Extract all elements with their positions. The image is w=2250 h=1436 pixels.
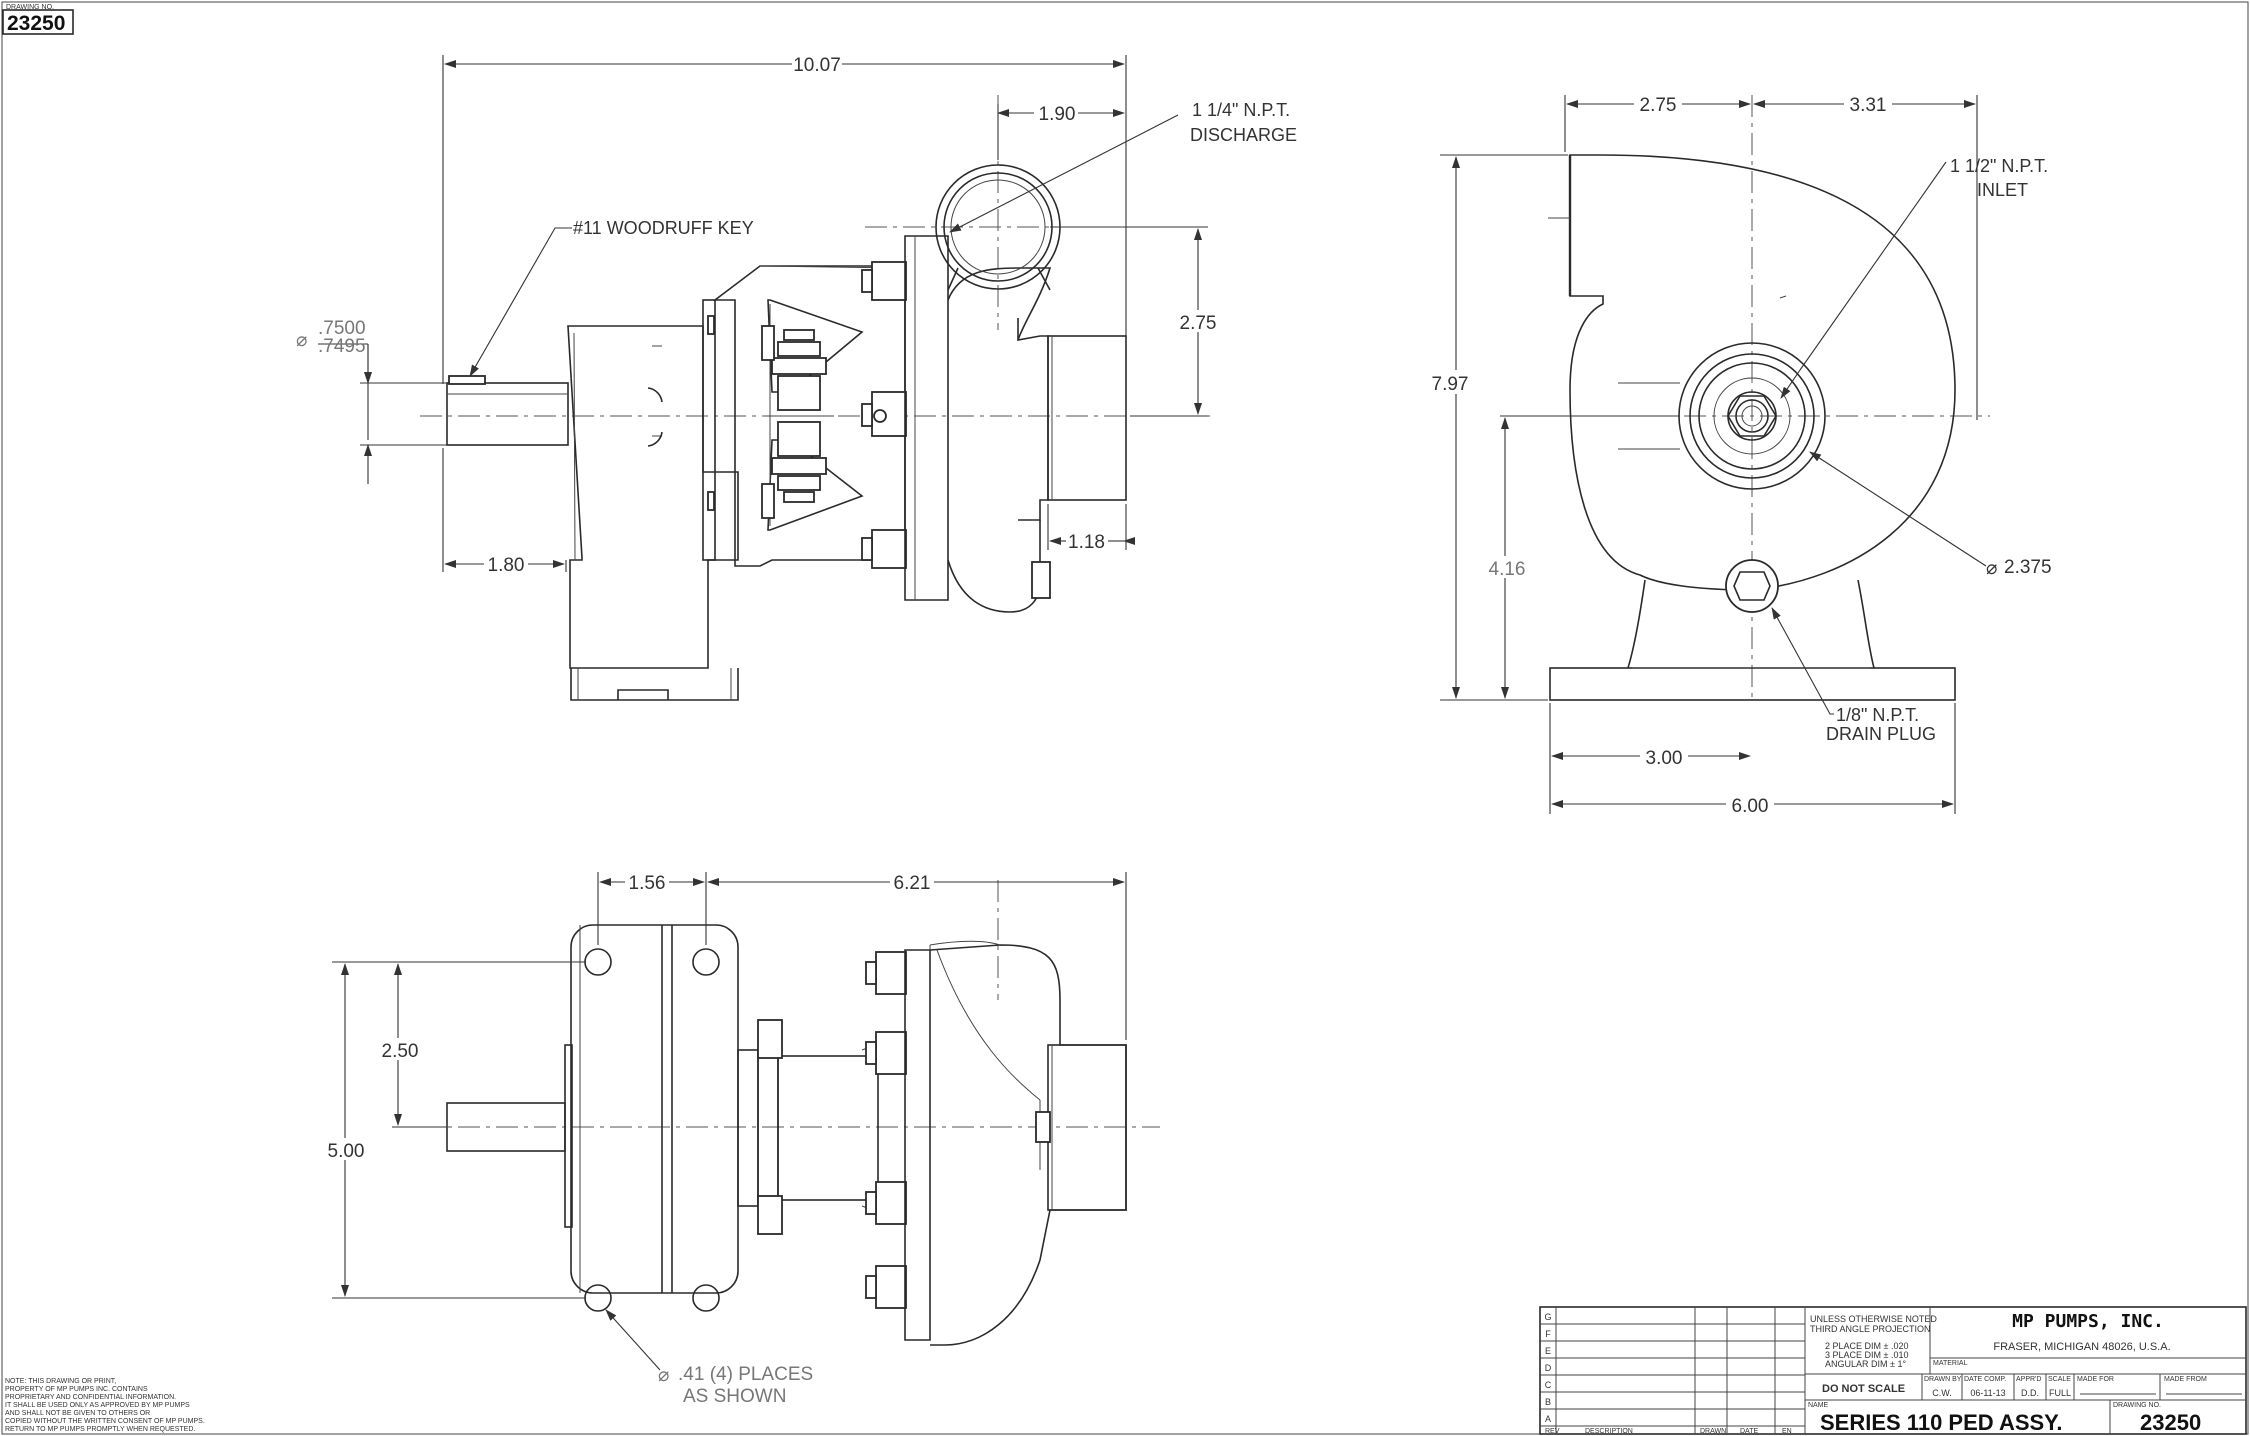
tolerance-2place: 2 PLACE DIM ± .020: [1825, 1341, 1908, 1351]
svg-text:DRAWN: DRAWN: [1700, 1428, 1726, 1435]
holes-callout: .41 (4) PLACES: [678, 1364, 813, 1385]
svg-text:DRAWING NO.: DRAWING NO.: [2113, 1402, 2161, 1409]
svg-text:B: B: [1545, 1397, 1551, 1407]
date-completed: 06-11-13: [1970, 1388, 2005, 1398]
svg-text:IT SHALL BE USED ONLY AS APPRO: IT SHALL BE USED ONLY AS APPROVED BY MP …: [5, 1402, 190, 1409]
svg-text:NOTE: THIS DRAWING OR PRINT,: NOTE: THIS DRAWING OR PRINT,: [5, 1378, 116, 1385]
company-name: MP PUMPS, INC.: [2012, 1311, 2164, 1332]
diameter-symbol-3: ⌀: [658, 1365, 669, 1386]
svg-text:F: F: [1545, 1329, 1551, 1339]
svg-text:G: G: [1544, 1312, 1551, 1322]
dim-inlet-right: 3.31: [1850, 95, 1887, 116]
dim-overall-length: 10.07: [793, 55, 841, 76]
svg-text:REV: REV: [1545, 1428, 1560, 1435]
top-casing-bolts: [865, 951, 907, 1309]
drawn-by: C.W.: [1932, 1388, 1952, 1398]
svg-text:COPIED WITHOUT THE WRITTEN CON: COPIED WITHOUT THE WRITTEN CONSENT OF MP…: [5, 1418, 205, 1425]
top-view: 1.56 6.21 2.50 5.00 ⌀ .41 (4) PLACES AS …: [324, 872, 1160, 1407]
tolerance-note-2: THIRD ANGLE PROJECTION: [1810, 1324, 1931, 1334]
dim-suction-length: 1.18: [1068, 532, 1105, 553]
dim-hole-spacing: 1.56: [629, 873, 666, 894]
svg-text:SCALE: SCALE: [2048, 1376, 2071, 1383]
tolerance-3place: 3 PLACE DIM ± .010: [1825, 1350, 1908, 1360]
dim-hole-to-suction: 6.21: [894, 873, 931, 894]
svg-text:PROPRIETARY AND CONFIDENTIAL I: PROPRIETARY AND CONFIDENTIAL INFORMATION…: [5, 1394, 176, 1401]
shaft-diameter-max: .7500: [318, 318, 366, 339]
scale: FULL: [2049, 1388, 2071, 1398]
drain-plug: [1725, 559, 1779, 613]
dim-base-width: 6.00: [1732, 796, 1769, 817]
svg-text:DATE COMP.: DATE COMP.: [1964, 1376, 2006, 1383]
side-view: 10.07 1.90 1 1/4" N.P.T. DISCHARGE #11 W…: [296, 55, 1297, 701]
dim-half-hole-spacing: 2.50: [382, 1041, 419, 1062]
svg-text:RETURN TO MP PUMPS PROMPTLY WH: RETURN TO MP PUMPS PROMPTLY WHEN REQUEST…: [5, 1426, 195, 1433]
tolerance-note-1: UNLESS OTHERWISE NOTED: [1810, 1314, 1937, 1324]
svg-text:MADE FROM: MADE FROM: [2164, 1376, 2207, 1383]
seal-stack: [766, 329, 834, 503]
svg-text:NAME: NAME: [1808, 1402, 1829, 1409]
svg-text:E: E: [1545, 1346, 1551, 1356]
end-view: 2.75 3.31 1 1/2" N.P.T. INLET 7.97 4.16 …: [1432, 94, 2052, 817]
material-label: MATERIAL: [1933, 1360, 1968, 1367]
svg-text:A: A: [1545, 1414, 1551, 1424]
tolerance-angular: ANGULAR DIM ± 1°: [1825, 1359, 1906, 1369]
base-plate: [570, 924, 739, 1294]
drawing-number: 23250: [2140, 1410, 2201, 1435]
svg-text:AND SHALL NOT BE GIVEN TO OTHE: AND SHALL NOT BE GIVEN TO OTHERS OR: [5, 1410, 150, 1417]
inlet-callout: 1 1/2" N.P.T.: [1950, 156, 2048, 176]
svg-text:DESCRIPTION: DESCRIPTION: [1585, 1428, 1633, 1435]
inlet-rings: [1678, 342, 1826, 490]
corner-drawing-number: DRAWING NO. 23250: [2, 4, 74, 35]
inlet-callout-2: INLET: [1977, 180, 2028, 200]
proprietary-note: NOTE: THIS DRAWING OR PRINT, PROPERTY OF…: [5, 1378, 205, 1433]
do-not-scale: DO NOT SCALE: [1822, 1383, 1905, 1395]
svg-text:D: D: [1545, 1363, 1552, 1373]
shaft-diameter-min: .7495: [318, 336, 366, 357]
dim-half-base: 3.00: [1646, 748, 1683, 769]
svg-text:C: C: [1545, 1380, 1552, 1390]
dim-discharge-offset: 1.90: [1039, 104, 1076, 125]
dim-centerline-height: 4.16: [1489, 559, 1526, 580]
svg-text:MADE FOR: MADE FOR: [2077, 1376, 2114, 1383]
title-block: G F E D C B A REV DESCRIPTION DRAWN DATE…: [1539, 1306, 2247, 1435]
discharge-callout: 1 1/4" N.P.T.: [1192, 100, 1290, 120]
diameter-symbol: ⌀: [296, 330, 307, 351]
drawing-title: SERIES 110 PED ASSY.: [1820, 1410, 2063, 1435]
svg-text:DATE: DATE: [1740, 1428, 1758, 1435]
dim-overall-height: 7.97: [1432, 374, 1469, 395]
casing-bolts: [861, 261, 907, 569]
dim-hole-span: 5.00: [328, 1141, 365, 1162]
holes-callout-2: AS SHOWN: [683, 1386, 786, 1407]
approved-by: D.D.: [2021, 1388, 2039, 1398]
svg-text:EN: EN: [1782, 1428, 1792, 1435]
mounting-holes: [584, 948, 720, 1312]
company-address: FRASER, MICHIGAN 48026, U.S.A.: [1993, 1341, 2170, 1353]
discharge-callout-2: DISCHARGE: [1190, 125, 1297, 145]
drain-callout: 1/8" N.P.T.: [1836, 705, 1919, 725]
dim-discharge-height: 2.75: [1180, 313, 1217, 334]
diameter-symbol-2: ⌀: [1986, 558, 1997, 579]
revision-table: G F E D C B A REV DESCRIPTION DRAWN DATE…: [1540, 1307, 1806, 1435]
corner-number: 23250: [7, 12, 65, 35]
corner-label: DRAWING NO.: [6, 4, 54, 11]
drain-callout-2: DRAIN PLUG: [1826, 724, 1936, 744]
woodruff-key-callout: #11 WOODRUFF KEY: [573, 218, 754, 238]
svg-text:DRAWN BY: DRAWN BY: [1924, 1376, 1962, 1383]
dim-inlet-left: 2.75: [1640, 95, 1677, 116]
svg-text:PROPERTY OF MP PUMPS INC. CONT: PROPERTY OF MP PUMPS INC. CONTAINS: [5, 1386, 148, 1393]
dim-shaft-length: 1.80: [488, 555, 525, 576]
dim-inlet-bore: 2.375: [2004, 557, 2052, 578]
svg-text:APPR'D: APPR'D: [2016, 1376, 2041, 1383]
